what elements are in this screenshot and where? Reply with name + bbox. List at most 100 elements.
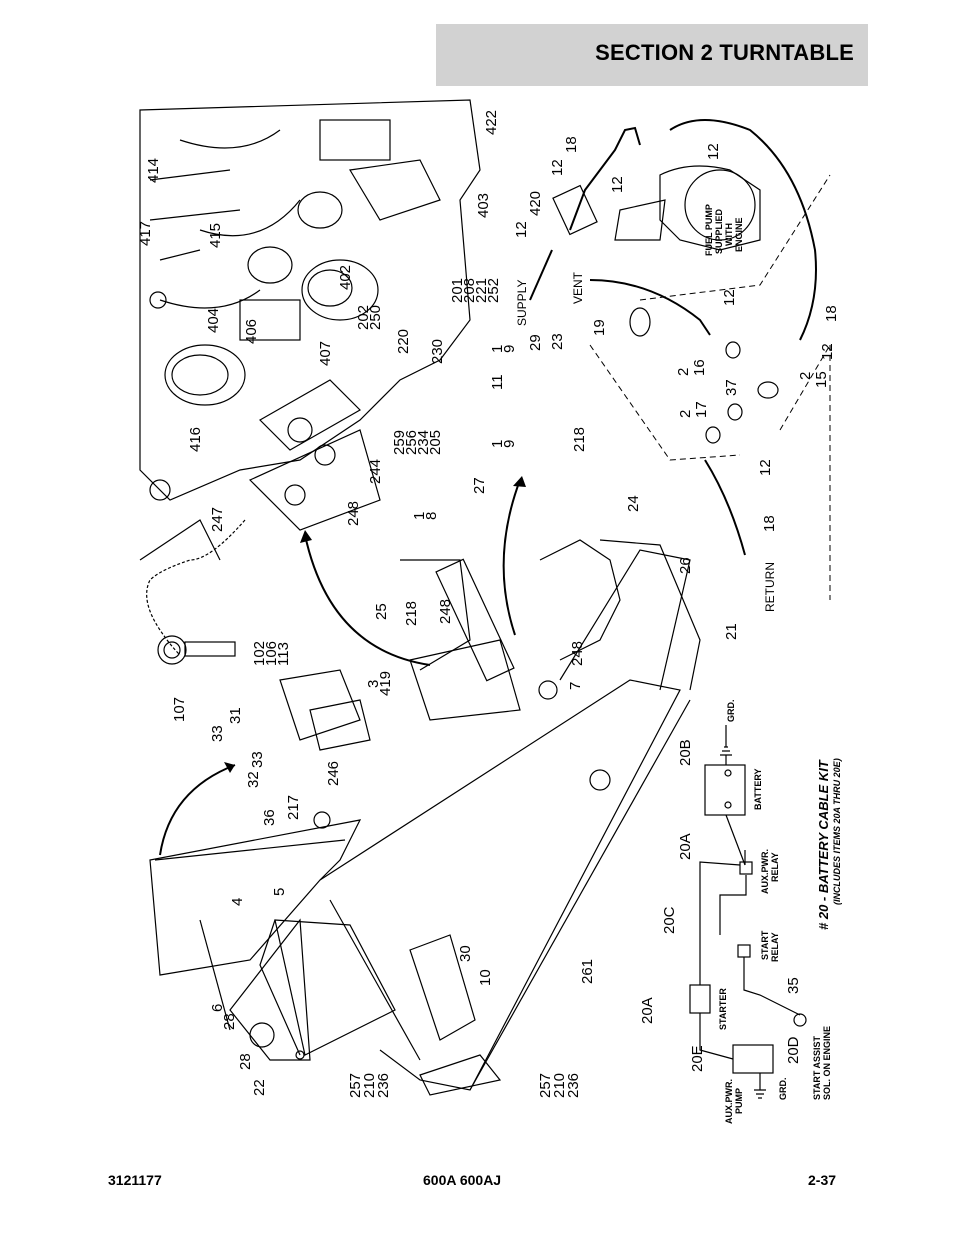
callout-1a: 1 [489,345,506,353]
callout-17: 17 [693,401,710,418]
callout-236b: 236 [565,1073,582,1098]
callout-414: 414 [145,158,162,183]
callout-33b: 33 [249,751,266,768]
callout-36: 36 [261,809,278,826]
callout-420: 420 [527,191,544,216]
callout-217: 217 [285,795,302,820]
callout-205: 205 [427,430,444,455]
label-start-assist-2: SOL. ON ENGINE [822,1026,832,1100]
callout-18a: 18 [563,136,580,153]
callout-113: 113 [275,642,292,666]
fuel-system-drawing [529,119,831,600]
callout-22: 22 [251,1079,268,1096]
callout-12g: 12 [757,459,774,476]
callout-21: 21 [723,623,740,640]
callout-12f: 12 [819,343,836,360]
callout-18b: 18 [823,305,840,322]
callout-234: 234 [415,430,432,455]
label-fuel-pump-2: SUPPLIED [714,208,724,254]
callout-236a: 236 [375,1073,392,1098]
callout-8: 8 [423,512,440,520]
relay-assembly [279,669,371,751]
callout-18c: 18 [761,515,778,532]
callout-248b: 248 [437,599,454,624]
label-aux-relay-2: RELAY [770,852,780,882]
callout-3: 3 [365,680,382,688]
callout-19: 19 [591,319,608,336]
callout-4: 4 [229,898,246,906]
callout-221: 221 [473,278,490,303]
callout-246: 246 [325,761,342,786]
battery-kit-subtitle: (INCLUDES ITEMS 20A THRU 20E) [832,758,842,905]
callout-2b: 2 [797,372,814,380]
document-number: 3121177 [108,1172,162,1188]
callout-218b: 218 [403,601,420,626]
callout-416: 416 [187,427,204,452]
callout-9a: 9 [501,345,518,353]
callout-37: 37 [723,379,740,396]
callout-32: 32 [245,771,262,788]
callout-28b: 28 [237,1053,254,1070]
label-start-relay-2: RELAY [770,932,780,962]
section-header: SECTION 2 TURNTABLE [436,24,868,86]
callout-7: 7 [567,682,584,690]
callout-404: 404 [205,308,222,333]
callout-210b: 210 [551,1073,568,1098]
callout-20a-top: 20A [677,833,694,860]
callout-20e: 20E [689,1045,706,1072]
chain-and-pin [146,519,246,665]
callout-252: 252 [485,278,502,303]
callout-106: 106 [263,641,280,666]
callout-419: 419 [377,671,394,696]
label-fuel-pump-3: WITH [724,223,734,246]
page-number: 2-37 [808,1172,837,1188]
callout-261: 261 [579,959,596,984]
callout-415: 415 [207,223,224,248]
label-starter: STARTER [718,988,728,1030]
callout-23: 23 [549,333,566,350]
callout-30: 30 [457,945,474,962]
callout-248a: 248 [345,501,362,526]
callout-20a-bottom: 20A [639,997,656,1024]
label-fuel-pump-4: ENGINE [734,217,744,252]
callout-257a: 257 [347,1073,364,1098]
callout-6: 6 [209,1004,226,1012]
callout-12b: 12 [609,176,626,193]
callout-28a: 28 [221,1013,238,1030]
callout-10: 10 [477,969,494,986]
diagram-labels: SUPPLY VENT RETURN FUEL PUMP SUPPLIED WI… [515,204,842,1124]
callout-256: 256 [403,430,420,455]
callout-26: 26 [677,557,694,574]
battery-cable-wiring [689,725,807,1099]
callout-31: 31 [227,707,244,724]
callout-248c: 248 [569,641,586,666]
label-return: RETURN [763,562,777,612]
callout-1c: 1 [411,512,428,520]
label-aux-relay-1: AUX.PWR. [760,849,770,894]
direction-arrows [159,476,526,856]
callout-220: 220 [395,329,412,354]
callout-208: 208 [461,278,478,303]
callout-417: 417 [137,221,154,246]
callout-11: 11 [489,374,506,390]
callout-35: 35 [785,977,802,994]
callout-107: 107 [171,697,188,722]
callout-12e: 12 [721,289,738,306]
callout-2a: 2 [675,368,692,376]
label-fuel-pump-1: FUEL PUMP [704,204,714,256]
engine-assembly-drawing [139,99,481,561]
label-aux-pump-2: PUMP [734,1088,744,1114]
callout-406: 406 [243,319,260,344]
label-start-assist-1: START ASSIST [812,1035,822,1100]
callout-9b: 9 [501,440,518,448]
label-start-relay-1: START [760,930,770,960]
label-vent: VENT [571,271,585,304]
label-aux-pump-1: AUX.PWR. [724,1079,734,1124]
callout-2c: 2 [677,410,694,418]
callout-230: 230 [429,339,446,364]
callout-12d: 12 [705,143,722,160]
callout-29: 29 [527,334,544,351]
callout-12c: 12 [513,221,530,238]
callout-33a: 33 [209,725,226,742]
